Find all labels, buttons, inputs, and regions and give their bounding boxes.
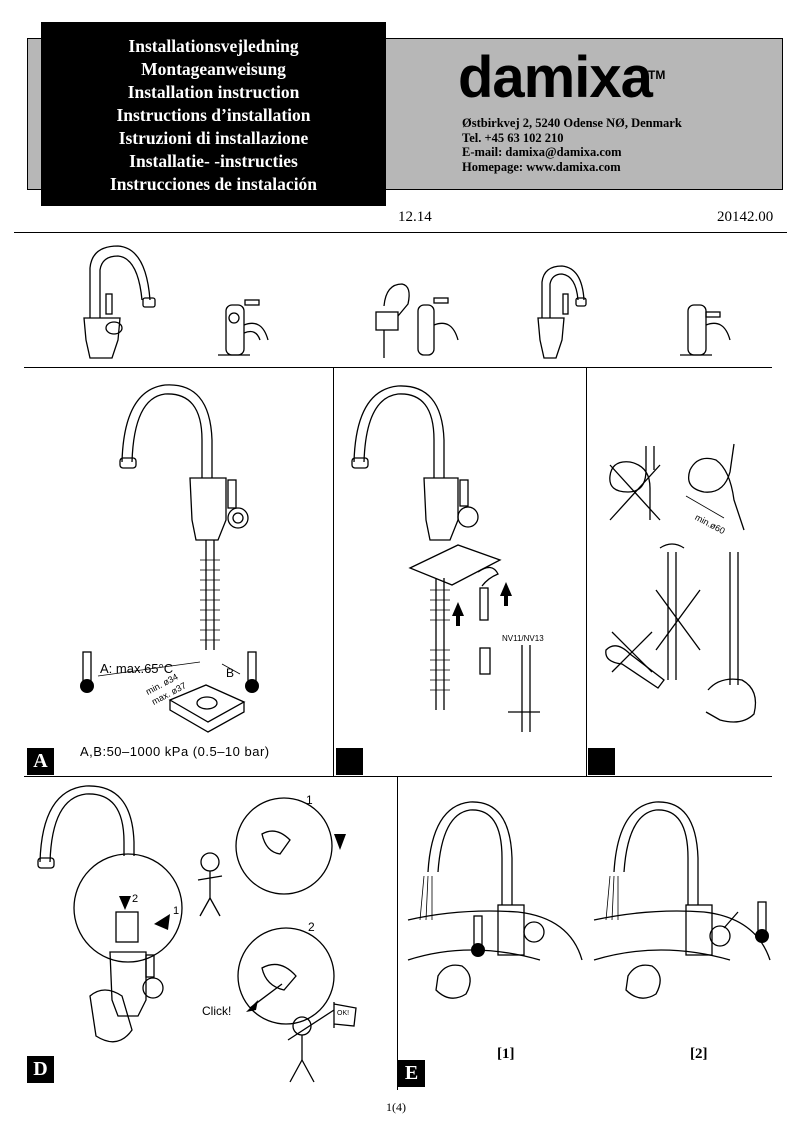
divider-b-c <box>586 367 587 776</box>
panel-label-c <box>588 748 615 775</box>
title-nl: Installatie- -instructies <box>129 151 298 171</box>
divider-a-b <box>333 367 334 776</box>
model-row-rule <box>24 367 772 368</box>
cold-inlet-mark: B <box>226 666 235 680</box>
wrench-size-label: NV11/NV13 <box>502 634 544 643</box>
title-it: Istruzioni di installazione <box>118 128 309 148</box>
model-faucet-4 <box>537 265 587 359</box>
title-es: Instrucciones de instalación <box>109 174 318 194</box>
mid-rule <box>24 776 772 777</box>
document-number: 20142.00 <box>717 209 774 225</box>
temperature-note: A: max.65°C <box>100 661 174 676</box>
model-faucet-5 <box>680 304 731 356</box>
model-faucet-1 <box>83 245 156 359</box>
model-faucet-2 <box>218 299 269 356</box>
title-fr: Instructions d’installation <box>116 105 311 125</box>
pressure-note: A,B:50–1000 kPa (0.5–10 bar) <box>80 744 270 759</box>
homepage: Homepage: www.damixa.com <box>462 159 621 174</box>
panel-label-e: E <box>398 1060 425 1087</box>
email: E-mail: damixa@damixa.com <box>462 145 622 159</box>
panel-label-a: A <box>27 748 54 775</box>
click-note: Click! <box>202 1004 232 1018</box>
trademark-mark: TM <box>648 68 666 82</box>
divider-d-e <box>397 776 398 1090</box>
title-da: Installationsvejledning <box>128 36 299 56</box>
detail-1-number: 1 <box>306 793 313 807</box>
phone: Tel. +45 63 102 210 <box>462 130 564 145</box>
ok-flag-text: OK! <box>337 1010 350 1017</box>
caption-2: [2] <box>690 1046 708 1062</box>
model-faucet-3-handshower <box>375 283 459 358</box>
title-de: Montageanweisung <box>141 59 286 79</box>
detail-2-number: 2 <box>308 920 315 934</box>
address: Østbirkvej 2, 5240 Odense NØ, Denmark <box>462 116 682 130</box>
brand-logo: damixa <box>458 45 653 110</box>
step-2-marker: 2 <box>132 893 139 905</box>
contact-block: Østbirkvej 2, 5240 Odense NØ, Denmark Te… <box>462 116 682 174</box>
panel-label-b <box>336 748 363 775</box>
title-box: Installationsvejledning Montageanweisung… <box>41 22 386 206</box>
page-number: 1(4) <box>386 1100 406 1114</box>
header-rule <box>14 232 787 233</box>
step-1-marker: 1 <box>173 905 180 917</box>
panel-label-d: D <box>27 1056 54 1083</box>
caption-1: [1] <box>497 1046 515 1062</box>
title-en: Installation instruction <box>127 82 300 102</box>
version-number: 12.14 <box>398 209 432 225</box>
